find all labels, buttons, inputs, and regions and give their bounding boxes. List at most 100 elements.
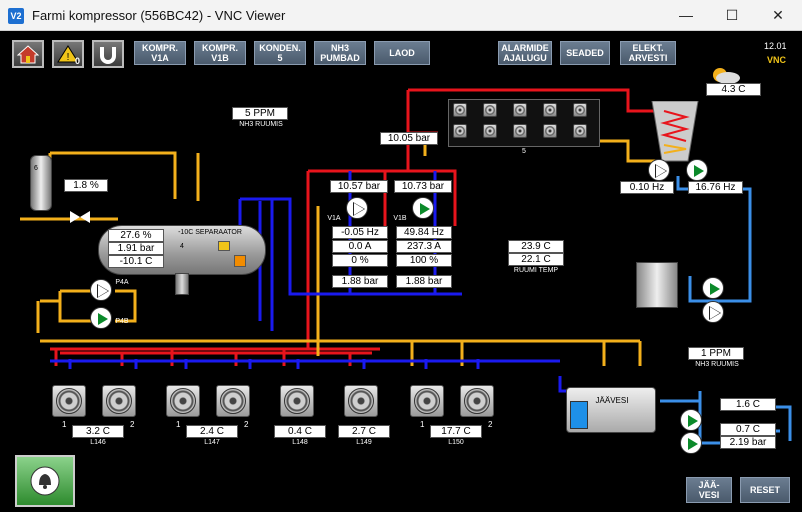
home-icon [17, 45, 39, 64]
alarmide-ajalugu-button[interactable]: ALARMIDE AJALUGU [498, 41, 552, 65]
condenser-id: 5 [522, 148, 526, 155]
pump-p4a[interactable] [90, 279, 112, 301]
tower-pump-left-hz: 0.10 Hz [620, 181, 674, 194]
room-fan [344, 385, 378, 417]
kompr-v1b-button[interactable]: KOMPR. V1B [194, 41, 246, 65]
v1b-suction-value: 1.88 bar [396, 275, 452, 288]
room-l146-label: L146 [90, 439, 106, 446]
receiver-tank-id: 6 [34, 165, 38, 172]
room-fan [52, 385, 86, 417]
fan-index-left: 1 [420, 420, 425, 429]
konden-5-button[interactable]: KONDEN. 5 [254, 41, 306, 65]
valve-icon[interactable] [70, 211, 90, 223]
nh3-room-label: NH3 RUUMIS [239, 121, 283, 128]
ice-water-temp-top: 1.6 C [720, 398, 776, 411]
room-fan [460, 385, 494, 417]
room-fan [216, 385, 250, 417]
separator-alarm-indicator [234, 255, 246, 267]
ice-water-button[interactable]: JÄÄ- VESI [686, 477, 732, 503]
fan-index-right: 2 [244, 420, 249, 429]
ice-water-label: JÄÄVESI [595, 396, 629, 405]
condenser-fan [573, 124, 587, 138]
alarm-list-button[interactable]: ! 0 [52, 40, 84, 68]
v1a-suction-value: 1.88 bar [332, 275, 388, 288]
cooling-tower [651, 101, 699, 162]
room-humidity-value: 22.1 C [508, 253, 564, 266]
condenser-pressure-value: 10.05 bar [380, 132, 438, 145]
reset-button[interactable]: RESET [740, 477, 790, 503]
separator-level-indicator [218, 241, 230, 251]
v1b-pressure-value: 10.73 bar [394, 180, 452, 193]
warning-icon: ! [57, 45, 79, 63]
vnc-viewer-icon: V2 [8, 8, 24, 24]
room-l150-temp: 17.7 C [430, 425, 482, 438]
kompr-v1a-button[interactable]: KOMPR. V1A [134, 41, 186, 65]
separator-pressure-value: 1.91 bar [108, 242, 164, 255]
close-button[interactable]: ✕ [772, 7, 784, 23]
compressor-v1b[interactable] [412, 197, 434, 219]
ice-water-pump-a[interactable] [680, 409, 702, 431]
v1b-current-value: 237.3 A [396, 240, 452, 253]
clock-time: 12.01 [764, 41, 787, 51]
alarm-count: 0 [74, 56, 80, 66]
ice-water-pump-b[interactable] [680, 432, 702, 454]
ice-water-temp-mid: 0.7 C [720, 423, 776, 436]
room-l146-temp: 3.2 C [72, 425, 124, 438]
room-l149-temp: 2.7 C [338, 425, 390, 438]
separator-temp-value: -10.1 C [108, 255, 164, 268]
compressor-v1a-label: V1A [327, 215, 341, 222]
alarm-bell-button[interactable] [15, 455, 75, 507]
room-l147-label: L147 [204, 439, 220, 446]
compressor-v1b-label: V1B [393, 215, 407, 222]
receiver-tank [30, 155, 52, 211]
elekt-arvesti-button[interactable]: ELEKT. ARVESTI [620, 41, 676, 65]
magnet-button[interactable] [92, 40, 124, 68]
condenser-fan [453, 124, 467, 138]
room-fan [410, 385, 444, 417]
pump-p4b-label: P4B [115, 318, 129, 325]
ice-water-pressure: 2.19 bar [720, 436, 776, 449]
tower-pump-right[interactable] [686, 159, 708, 181]
minimize-button[interactable]: — [679, 7, 693, 23]
outdoor-temp-value: 4.3 C [706, 83, 761, 96]
v1a-frequency-value: -0.05 Hz [332, 226, 388, 239]
nh3-room-ppm-value: 5 PPM [232, 107, 288, 120]
tower-pump-right-hz: 16.76 Hz [688, 181, 743, 194]
room-l148-temp: 0.4 C [274, 425, 326, 438]
v1a-pressure-value: 10.57 bar [330, 180, 388, 193]
nh3-pumbad-button[interactable]: NH3 PUMBAD [314, 41, 366, 65]
v1b-frequency-value: 49.84 Hz [396, 226, 452, 239]
pump-p4a-label: P4A [115, 279, 129, 286]
water-pump-a[interactable] [702, 277, 724, 299]
fan-index-left: 1 [62, 420, 67, 429]
weather-icon [713, 68, 740, 84]
scada-screen: ! 0 KOMPR. V1A KOMPR. V1B KONDEN. 5 NH3 … [0, 31, 802, 512]
window-title: Farmi kompressor (556BC42) - VNC Viewer [32, 8, 286, 23]
home-button[interactable] [12, 40, 44, 68]
tower-pump-left[interactable] [648, 159, 670, 181]
room-temp-value: 23.9 C [508, 240, 564, 253]
condenser-fan [543, 103, 557, 117]
room-fan [102, 385, 136, 417]
condenser-fan [513, 124, 527, 138]
condenser-fan [453, 103, 467, 117]
condenser-fan-bank [448, 99, 600, 147]
water-pump-b[interactable] [702, 301, 724, 323]
ice-water-level-bar [570, 401, 588, 429]
svg-text:!: ! [67, 52, 70, 63]
fan-index-right: 2 [130, 420, 135, 429]
magnet-icon [100, 47, 116, 64]
room-l147-temp: 2.4 C [186, 425, 238, 438]
room-l150-label: L150 [448, 439, 464, 446]
maximize-button[interactable]: ☐ [725, 7, 739, 23]
nh3-room-ppm-value-2: 1 PPM [688, 347, 744, 360]
laod-button[interactable]: LAOD [374, 41, 430, 65]
separator-id: 4 [180, 243, 184, 250]
fan-index-right: 2 [488, 420, 493, 429]
room-temp-label: RUUMI TEMP [513, 267, 559, 274]
pump-p4b[interactable] [90, 307, 112, 329]
compressor-v1a[interactable] [346, 197, 368, 219]
seaded-button[interactable]: SEADED [560, 41, 610, 65]
separator-leg [175, 273, 189, 295]
separator-level-value: 27.6 % [108, 229, 164, 242]
